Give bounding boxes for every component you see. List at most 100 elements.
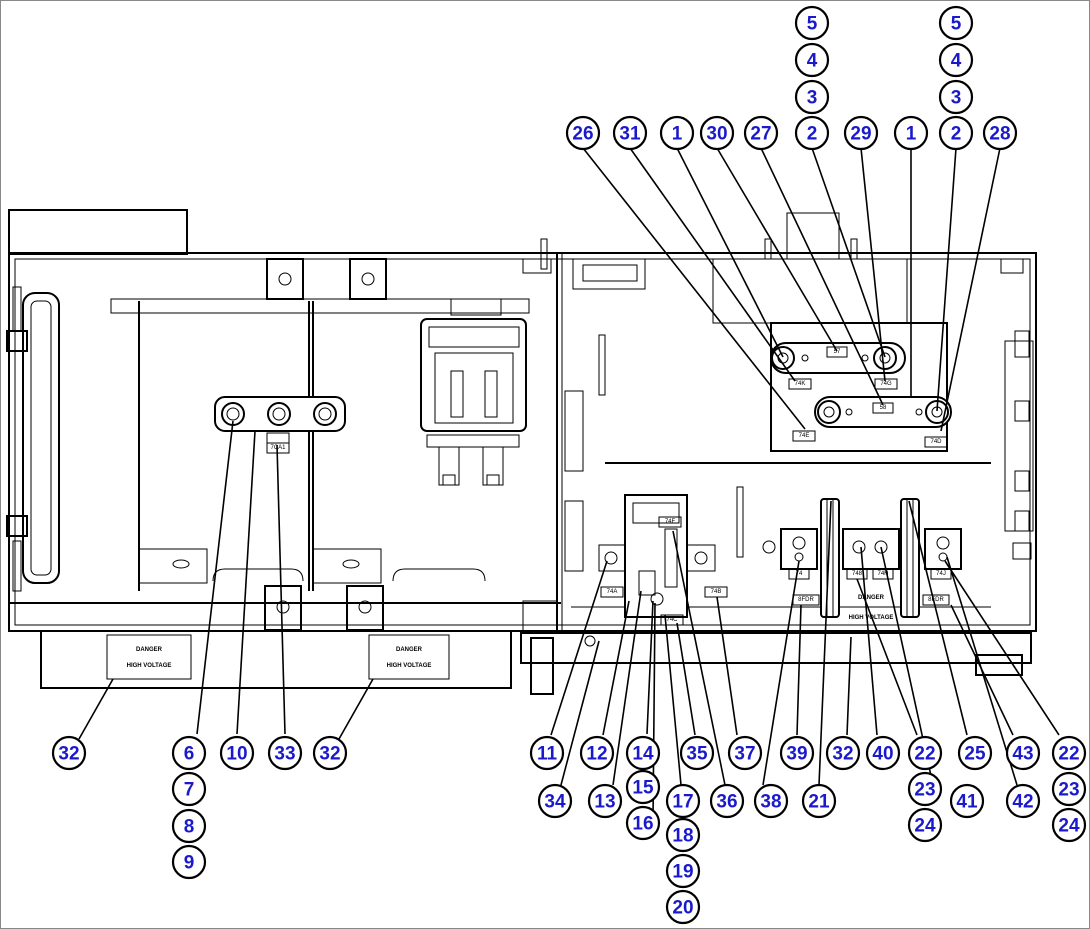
callout-number: 4 bbox=[807, 51, 818, 72]
callout-number: 42 bbox=[1012, 792, 1033, 813]
callout-c35: 35 bbox=[679, 735, 715, 771]
sign-hv-text: HIGH VOLTAGE bbox=[127, 663, 172, 669]
callout-c5a: 5 bbox=[794, 5, 830, 41]
callout-c22b: 22 bbox=[1051, 735, 1087, 771]
callout-circle bbox=[865, 735, 901, 771]
sign-danger-text: DANGER bbox=[136, 647, 163, 653]
callout-number: 5 bbox=[807, 14, 818, 35]
callout-number: 34 bbox=[544, 792, 566, 813]
callout-c1a: 1 bbox=[659, 115, 695, 151]
callout-number: 13 bbox=[594, 792, 615, 813]
callout-c22a: 22 bbox=[907, 735, 943, 771]
callout-circle bbox=[727, 735, 763, 771]
callout-circle bbox=[843, 115, 879, 151]
callout-c42: 42 bbox=[1005, 783, 1041, 819]
callout-c25: 25 bbox=[957, 735, 993, 771]
callout-number: 9 bbox=[184, 853, 195, 874]
callout-circle bbox=[625, 735, 661, 771]
callout-number: 32 bbox=[832, 744, 853, 765]
sign-danger-text: DANGER bbox=[396, 647, 423, 653]
callout-number: 2 bbox=[951, 124, 962, 145]
callout-circle bbox=[957, 735, 993, 771]
callout-circle bbox=[907, 807, 943, 843]
callout-number: 33 bbox=[274, 744, 295, 765]
callout-c43: 43 bbox=[1005, 735, 1041, 771]
callout-number: 27 bbox=[750, 124, 771, 145]
leader-lines bbox=[78, 147, 1060, 822]
callout-c19: 19 bbox=[665, 853, 701, 889]
wire-tags: 7CA1 74A 74B 74C 74D 74E 74K 74G 74F 74 … bbox=[266, 346, 952, 626]
callout-number: 36 bbox=[716, 792, 737, 813]
callout-circle bbox=[794, 42, 830, 78]
callout-c23a: 23 bbox=[907, 771, 943, 807]
callout-circle bbox=[529, 735, 565, 771]
callout-circle bbox=[1005, 783, 1041, 819]
callout-number: 28 bbox=[989, 124, 1010, 145]
callout-circle bbox=[743, 115, 779, 151]
callout-number: 4 bbox=[951, 51, 962, 72]
callout-number: 6 bbox=[184, 744, 195, 765]
callout-circle bbox=[665, 889, 701, 925]
left-compartment bbox=[6, 238, 552, 631]
callout-c26: 26 bbox=[565, 115, 601, 151]
callout-circle bbox=[1051, 771, 1087, 807]
callout-circle bbox=[794, 79, 830, 115]
callout-number: 14 bbox=[632, 744, 654, 765]
callout-circle bbox=[938, 42, 974, 78]
callout-number: 22 bbox=[1058, 744, 1079, 765]
callout-circle bbox=[612, 115, 648, 151]
callout-circle bbox=[938, 5, 974, 41]
callout-circle bbox=[665, 817, 701, 853]
tag-label: 74C bbox=[666, 617, 678, 623]
callout-circle bbox=[267, 735, 303, 771]
callout-number: 2 bbox=[807, 124, 818, 145]
tag-label: 74E bbox=[799, 433, 810, 439]
right-compartment bbox=[522, 212, 1034, 647]
callout-c40: 40 bbox=[865, 735, 901, 771]
callout-c28: 28 bbox=[982, 115, 1018, 151]
callout-number: 22 bbox=[914, 744, 935, 765]
callout-number: 21 bbox=[808, 792, 830, 813]
callout-circle bbox=[709, 783, 745, 819]
callout-number: 24 bbox=[914, 816, 936, 837]
callout-circle bbox=[51, 735, 87, 771]
callout-number: 18 bbox=[672, 826, 693, 847]
callout-c36: 36 bbox=[709, 783, 745, 819]
callout-c7: 7 bbox=[171, 771, 207, 807]
callout-c17: 17 bbox=[665, 783, 701, 819]
callout-circle bbox=[699, 115, 735, 151]
callout-circle bbox=[938, 115, 974, 151]
callout-c12: 12 bbox=[579, 735, 615, 771]
callout-number: 30 bbox=[706, 124, 727, 145]
callout-circle bbox=[982, 115, 1018, 151]
sign-hv-text: HIGH VOLTAGE bbox=[849, 615, 894, 621]
tag-label: 74F bbox=[665, 519, 676, 525]
callout-number: 26 bbox=[572, 124, 593, 145]
tag-label: 74J bbox=[936, 571, 946, 577]
callout-c2a: 2 bbox=[794, 115, 830, 151]
tag-label: 74G bbox=[880, 381, 892, 387]
callout-number: 37 bbox=[734, 744, 755, 765]
callout-c13: 13 bbox=[587, 783, 623, 819]
callout-c10: 10 bbox=[219, 735, 255, 771]
callout-number: 41 bbox=[956, 792, 978, 813]
callout-number: 43 bbox=[1012, 744, 1033, 765]
callout-circle bbox=[171, 844, 207, 880]
callout-c4a: 4 bbox=[794, 42, 830, 78]
callout-c24a: 24 bbox=[907, 807, 943, 843]
callout-circle bbox=[579, 735, 615, 771]
callout-circle bbox=[907, 771, 943, 807]
callout-circle bbox=[625, 805, 661, 841]
callout-number: 10 bbox=[226, 744, 247, 765]
tag-label: 8FDR bbox=[798, 597, 814, 603]
tag-label: 74A bbox=[607, 589, 618, 595]
callout-number: 25 bbox=[964, 744, 986, 765]
callout-circle bbox=[753, 783, 789, 819]
callout-circle bbox=[565, 115, 601, 151]
callout-c3a: 3 bbox=[794, 79, 830, 115]
callout-number: 32 bbox=[58, 744, 79, 765]
callout-circle bbox=[679, 735, 715, 771]
tag-label: 74H bbox=[877, 571, 888, 577]
